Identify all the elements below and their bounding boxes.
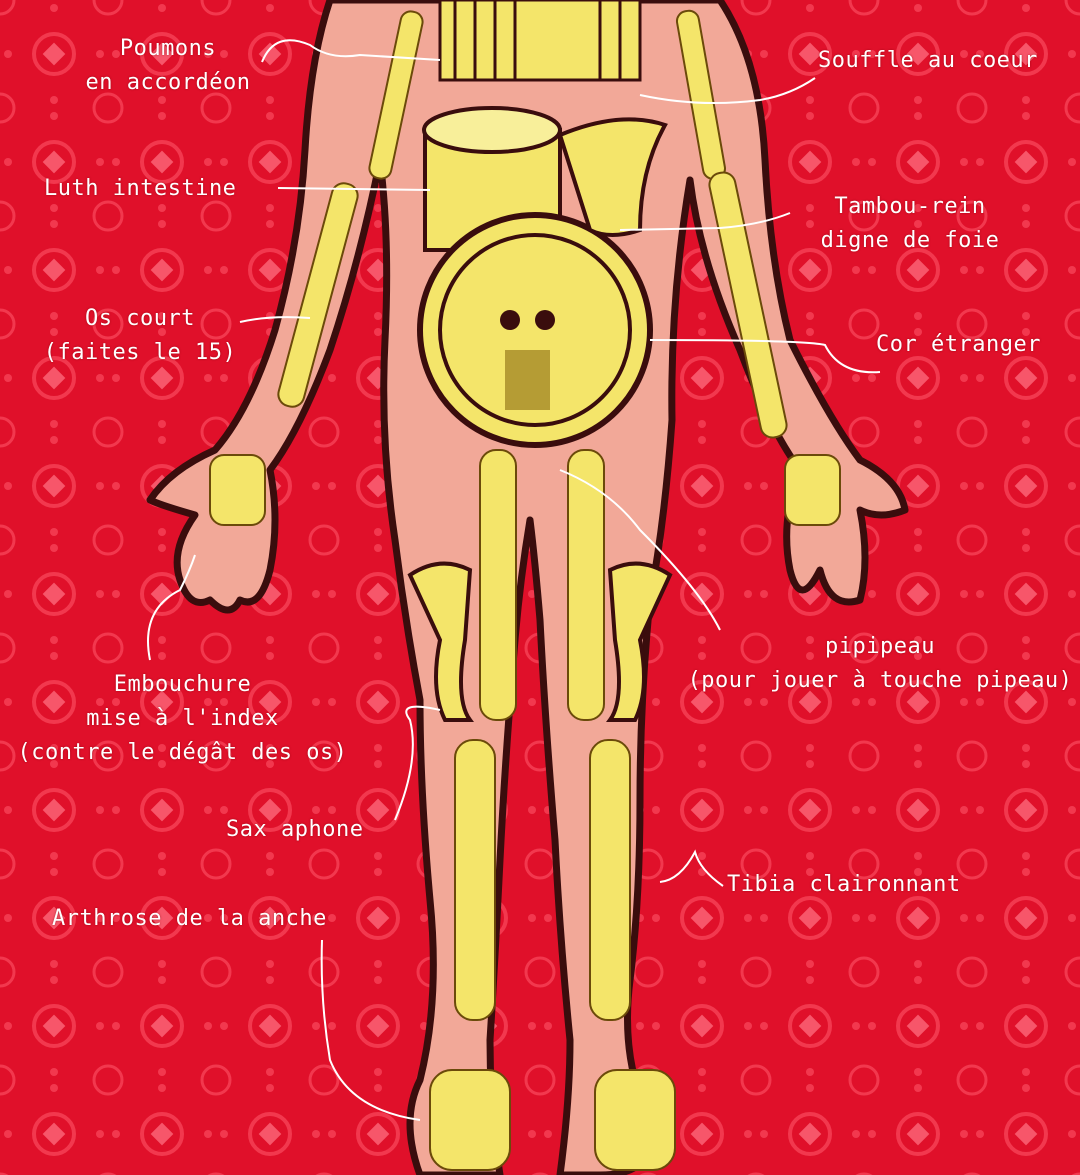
label-embouchure-line1: Embouchure	[5, 668, 360, 702]
label-embouchure-line2: mise à l'index	[5, 702, 360, 736]
label-arthrose: Arthrose de la anche	[52, 902, 327, 936]
label-luth: Luth intestine	[44, 172, 236, 206]
label-embouchure-line3: (contre le dégât des os)	[5, 736, 360, 770]
label-cor: Cor étranger	[876, 328, 1041, 362]
label-os-court-line2: (faites le 15)	[30, 336, 250, 370]
label-poumons-line2: en accordéon	[58, 66, 278, 100]
label-sax: Sax aphone	[226, 813, 363, 847]
label-tambou-line2: digne de foie	[790, 224, 1030, 258]
label-embouchure: Embouchure mise à l'index (contre le dég…	[5, 668, 360, 770]
label-tambou: Tambou-rein digne de foie	[790, 190, 1030, 258]
label-tibia: Tibia claironnant	[727, 868, 961, 902]
label-pipipeau: pipipeau (pour jouer à touche pipeau)	[680, 630, 1080, 698]
label-poumons: Poumons en accordéon	[58, 32, 278, 100]
label-tambou-line1: Tambou-rein	[790, 190, 1030, 224]
label-souffle: Souffle au coeur	[818, 44, 1038, 78]
label-poumons-line1: Poumons	[58, 32, 278, 66]
label-os-court-line1: Os court	[30, 302, 250, 336]
label-pipipeau-line2: (pour jouer à touche pipeau)	[680, 664, 1080, 698]
label-pipipeau-line1: pipipeau	[680, 630, 1080, 664]
label-os-court: Os court (faites le 15)	[30, 302, 250, 370]
